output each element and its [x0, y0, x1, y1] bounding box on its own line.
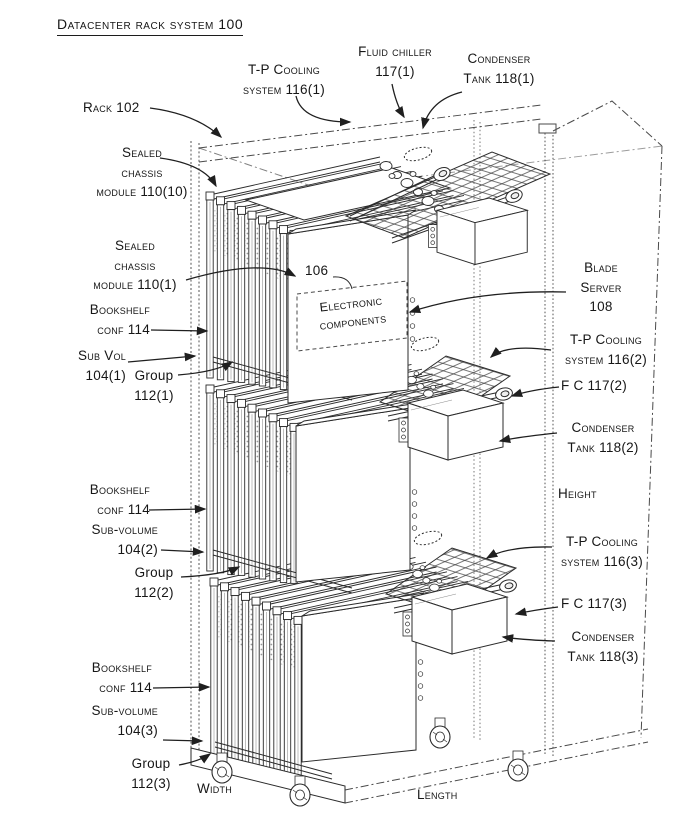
- chassis-box-2: [295, 407, 411, 583]
- label-blade-server-108: Blade Server 108: [580, 260, 622, 315]
- leader-sub-volume-3: [162, 736, 204, 746]
- caster-icon: [507, 750, 529, 782]
- label-fc-117-3: F C 117(3): [561, 596, 628, 611]
- label-height: Height: [558, 486, 597, 501]
- tier-1-assembly: [205, 146, 552, 404]
- leader-rack: [149, 107, 223, 138]
- leader-tp-cooling-3: [485, 546, 553, 559]
- leader-sub-volume-2: [160, 547, 205, 556]
- electronic-components-outline: [296, 280, 408, 352]
- leader-condenser-tank-1: [421, 91, 463, 130]
- label-sealed-chassis-module-110-10: Sealed chassis module 110(10): [96, 145, 188, 200]
- leader-condenser-tank-3: [501, 634, 556, 643]
- leader-group-1: [177, 361, 234, 376]
- leader-fc-3: [514, 606, 559, 617]
- leader-group-2: [180, 566, 241, 578]
- leader-group-3: [178, 753, 212, 766]
- label-rack-102: Rack 102: [83, 100, 140, 115]
- leader-blade-server: [408, 291, 567, 314]
- leader-tp-cooling-1: [295, 95, 352, 127]
- leader-bookshelf-2: [148, 504, 207, 514]
- leader-bookshelf-3: [152, 682, 211, 692]
- chassis-box-3: [301, 597, 417, 763]
- rack-base: [190, 717, 529, 807]
- leader-arrows: [127, 83, 567, 766]
- leader-tp-cooling-2: [489, 346, 552, 358]
- label-fc-117-2: F C 117(2): [561, 378, 628, 393]
- label-ref-106: 106: [305, 263, 329, 278]
- figure-title: Datacenter rack system 100: [57, 14, 244, 37]
- leader-sealed-chassis-10: [159, 157, 217, 188]
- label-width: Width: [197, 781, 232, 796]
- caster-icon: [429, 717, 451, 749]
- leader-fluid-chiller-1: [391, 83, 405, 119]
- label-sealed-chassis-module-110-1: Sealed chassis module 110(1): [93, 238, 177, 293]
- tier-2-assembly: [205, 336, 513, 594]
- chiller-rod-1a: [349, 166, 451, 222]
- leader-sealed-chassis-1: [185, 267, 297, 281]
- leader-sub-vol-1: [127, 352, 197, 363]
- tier-3-assembly: [209, 530, 518, 780]
- label-length: Length: [417, 787, 458, 802]
- leader-condenser-tank-2: [498, 432, 558, 444]
- leader-bookshelf-1: [150, 326, 209, 336]
- leader-fc-2: [510, 386, 560, 397]
